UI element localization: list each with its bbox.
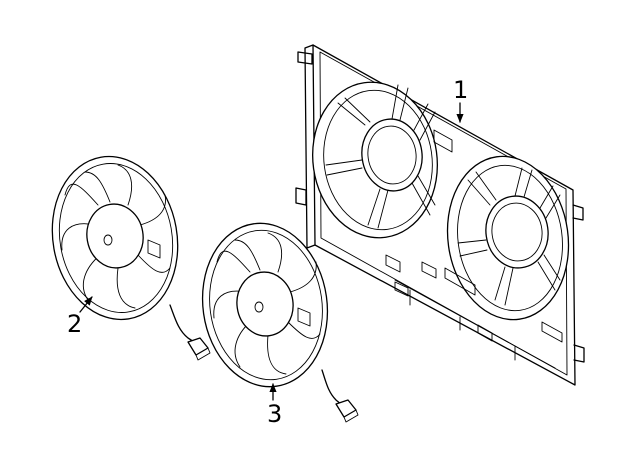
callout-1: 1 [453, 76, 468, 123]
callout-label-3: 3 [267, 400, 282, 428]
callout-3: 3 [267, 383, 282, 428]
callout-label-2: 2 [67, 310, 82, 338]
cooling-fan-left [51, 155, 211, 361]
callout-label-1: 1 [453, 76, 468, 104]
callout-2: 2 [67, 296, 93, 338]
fan-shroud [295, 44, 585, 386]
